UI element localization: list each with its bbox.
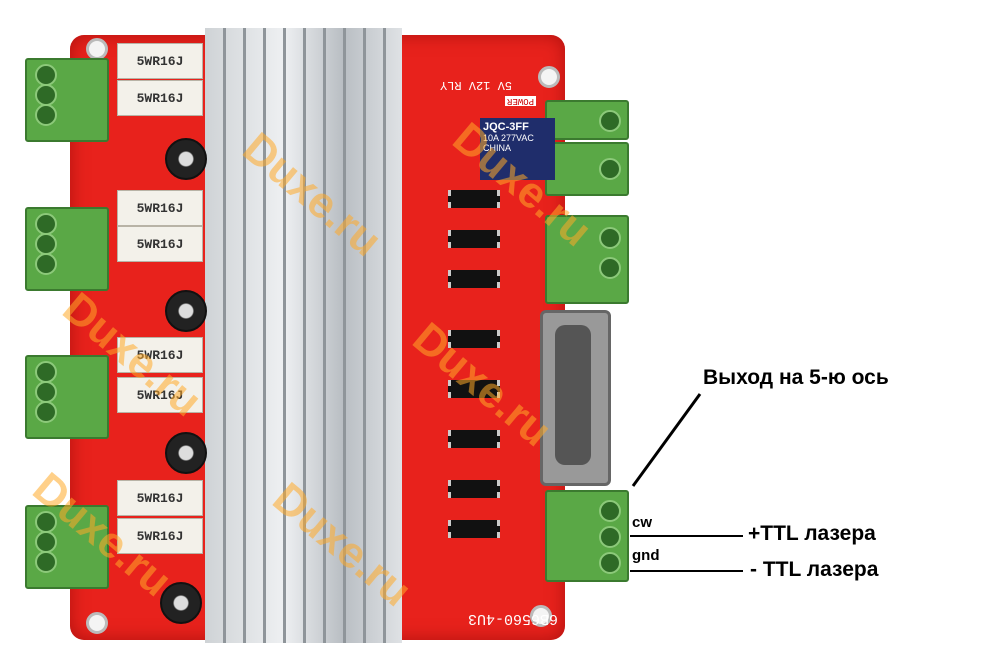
mount-hole [538, 66, 560, 88]
terminal-block-axis-a [25, 505, 109, 589]
optocoupler-chip [448, 430, 500, 448]
capacitor [165, 290, 207, 332]
relay: JQC-3FF 10A 277VAC CHINA [480, 118, 555, 180]
mount-hole [86, 612, 108, 634]
power-silk-label: POWER [505, 96, 537, 106]
annotation-title: Выход на 5-ю ось [703, 366, 889, 389]
power-resistor: 5WR16J [117, 377, 203, 413]
power-resistor: 5WR16J [117, 43, 203, 79]
pin-label-gnd: gnd [632, 547, 660, 564]
power-resistor: 5WR16J [117, 226, 203, 262]
heatsink [205, 28, 402, 643]
cw-line [630, 535, 743, 537]
optocoupler-chip [448, 330, 500, 348]
power-resistor: 5WR16J [117, 80, 203, 116]
plus-ttl-label: +TTL лазера [748, 522, 876, 545]
gnd-line [630, 570, 743, 572]
terminal-block-axis-y [25, 207, 109, 291]
relay-silk-label: 5V 12V RLY [440, 78, 513, 92]
optocoupler-chip [448, 380, 500, 398]
optocoupler-chip [448, 520, 500, 538]
power-resistor: 5WR16J [117, 480, 203, 516]
relay-origin: CHINA [483, 143, 512, 153]
terminal-block-axis-x [25, 58, 109, 142]
pin-label-cw: cw [632, 514, 653, 531]
mount-hole [530, 605, 552, 627]
optocoupler-chip [448, 230, 500, 248]
db25-parallel-port [540, 310, 611, 486]
terminal-block-lpt-inputs [545, 215, 629, 304]
optocoupler-chip [448, 480, 500, 498]
relay-spec: 10A 277VAC [483, 133, 534, 143]
leader-line [631, 393, 702, 487]
power-resistor: 5WR16J [117, 337, 203, 373]
optocoupler-chip [448, 190, 500, 208]
terminal-block-axis-z [25, 355, 109, 439]
power-resistor: 5WR16J [117, 518, 203, 554]
optocoupler-chip [448, 270, 500, 288]
terminal-block-relay [545, 142, 629, 196]
model-silk-label: 6B6560-4U3 [468, 610, 559, 627]
terminal-block-5th-axis [545, 490, 629, 582]
power-resistor: 5WR16J [117, 190, 203, 226]
minus-ttl-label: - TTL лазера [750, 558, 879, 581]
mount-hole [86, 38, 108, 60]
relay-brand: JQC-3FF [483, 121, 529, 133]
terminal-block-power [545, 100, 629, 140]
capacitor [165, 432, 207, 474]
capacitor [165, 138, 207, 180]
capacitor [160, 582, 202, 624]
